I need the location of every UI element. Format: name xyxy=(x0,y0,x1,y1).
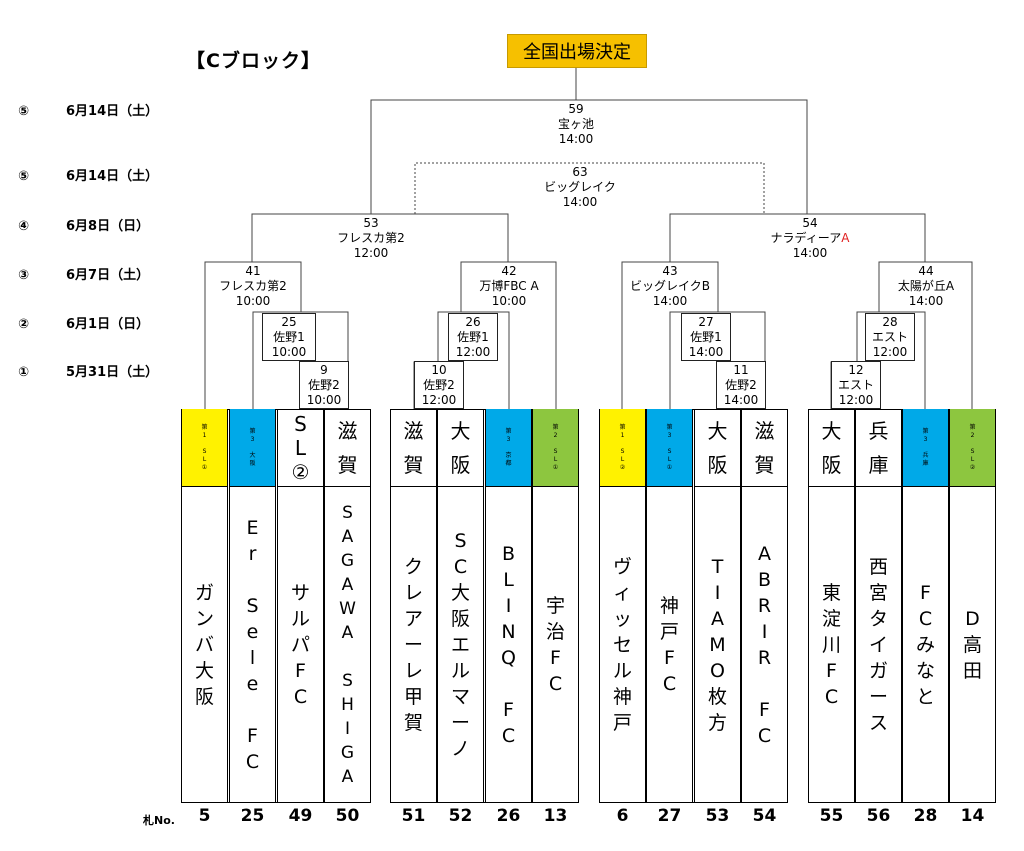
team-name: ガ ン バ 大 阪 xyxy=(194,582,214,708)
team-tag: 第 1 S L ② xyxy=(600,409,645,487)
block-title: 【Cブロック】 xyxy=(186,50,321,72)
team-name: E r S e l e F C xyxy=(245,517,260,773)
team-tag: S L ② xyxy=(278,409,323,487)
team-tag: 兵 庫 xyxy=(856,409,901,487)
team-tag: 大 阪 xyxy=(438,409,483,487)
team-tag: 滋 賀 xyxy=(742,409,787,487)
team-tag: 第 2 S L ② xyxy=(950,409,995,487)
team-number: 55 xyxy=(819,806,844,826)
team-name: ク レ ア ー レ 甲 賀 xyxy=(403,556,423,734)
team-column: 第 3 兵 庫 F C み な と xyxy=(902,409,949,803)
team-number: 26 xyxy=(496,806,521,826)
team-column: 第 3 大 阪 E r S e l e F C xyxy=(229,409,276,803)
team-column: S L ② サ ル パ F C xyxy=(277,409,324,803)
team-number: 53 xyxy=(705,806,730,826)
team-number: 50 xyxy=(335,806,360,826)
team-number: 13 xyxy=(543,806,568,826)
team-name: ヴ ィ ッ セ ル 神 戸 xyxy=(612,556,632,734)
number-label: 札No. xyxy=(143,814,175,827)
team-number: 25 xyxy=(240,806,265,826)
team-column: 第 3 京 都 B L I N Q F C xyxy=(485,409,532,803)
team-name: F C み な と xyxy=(915,582,935,708)
team-name: D 高 田 xyxy=(962,608,982,682)
team-column: 第 1 S L ① ガ ン バ 大 阪 xyxy=(181,409,228,803)
team-tag: 第 3 京 都 xyxy=(486,409,531,487)
team-column: 第 3 S L ① 神 戸 F C xyxy=(646,409,693,803)
team-number: 27 xyxy=(657,806,682,826)
team-column: 大 阪 T I A M O 枚 方 xyxy=(694,409,741,803)
team-tag: 第 3 S L ① xyxy=(647,409,692,487)
team-tag: 第 3 大 阪 xyxy=(230,409,275,487)
team-number: 14 xyxy=(960,806,985,826)
team-number: 49 xyxy=(288,806,313,826)
team-name: A B R I R F C xyxy=(757,543,772,747)
team-number: 6 xyxy=(616,806,629,826)
team-tag: 第 1 S L ① xyxy=(182,409,227,487)
team-column: 兵 庫 西 宮 タ イ ガ ー ス xyxy=(855,409,902,803)
team-name: 東 淀 川 F C xyxy=(821,582,841,708)
team-name: T I A M O 枚 方 xyxy=(707,556,727,734)
team-number: 28 xyxy=(913,806,938,826)
team-tag: 大 阪 xyxy=(809,409,854,487)
team-tag: 滋 賀 xyxy=(391,409,436,487)
team-name: 西 宮 タ イ ガ ー ス xyxy=(868,556,888,734)
team-name: 宇 治 F C xyxy=(545,595,565,695)
team-column: 第 2 S L ① 宇 治 F C xyxy=(532,409,579,803)
team-name: S C 大 阪 エ ル マ ー ノ xyxy=(450,530,470,760)
team-column: 大 阪 東 淀 川 F C xyxy=(808,409,855,803)
team-name: B L I N Q F C xyxy=(501,543,516,747)
team-column: 滋 賀 ク レ ア ー レ 甲 賀 xyxy=(390,409,437,803)
team-name: S A G A W A S H I G A xyxy=(339,503,356,787)
team-number: 51 xyxy=(401,806,426,826)
team-column: 第 1 S L ② ヴ ィ ッ セ ル 神 戸 xyxy=(599,409,646,803)
team-tag: 第 3 兵 庫 xyxy=(903,409,948,487)
team-name: サ ル パ F C xyxy=(290,582,310,708)
team-number: 56 xyxy=(866,806,891,826)
team-number: 52 xyxy=(448,806,473,826)
team-number: 5 xyxy=(198,806,211,826)
team-tag: 大 阪 xyxy=(695,409,740,487)
team-tag: 滋 賀 xyxy=(325,409,370,487)
team-name: 神 戸 F C xyxy=(659,595,679,695)
team-column: 滋 賀 S A G A W A S H I G A xyxy=(324,409,371,803)
team-tag: 第 2 S L ① xyxy=(533,409,578,487)
team-column: 第 2 S L ② D 高 田 xyxy=(949,409,996,803)
team-column: 滋 賀 A B R I R F C xyxy=(741,409,788,803)
team-number: 54 xyxy=(752,806,777,826)
team-column: 大 阪 S C 大 阪 エ ル マ ー ノ xyxy=(437,409,484,803)
final-label: 全国出場決定 xyxy=(507,34,647,68)
